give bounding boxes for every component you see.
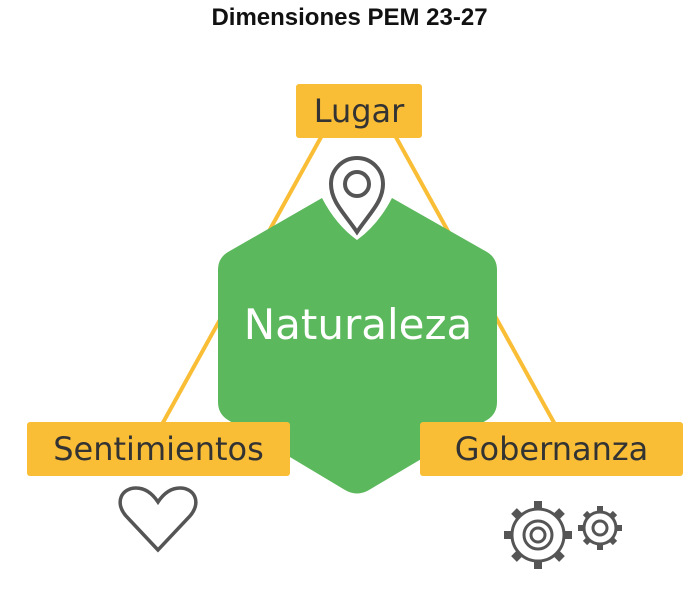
- map-pin-icon: [328, 156, 386, 236]
- nature-hexagon: [218, 198, 497, 494]
- node-sentimientos: Sentimientos: [27, 422, 290, 476]
- center-label: Naturaleza: [243, 300, 473, 349]
- node-lugar: Lugar: [296, 84, 422, 138]
- diagram-title: Dimensiones PEM 23-27: [211, 4, 488, 31]
- gears-icon: [504, 501, 622, 569]
- heart-icon: [118, 486, 198, 553]
- node-gobernanza: Gobernanza: [420, 422, 683, 476]
